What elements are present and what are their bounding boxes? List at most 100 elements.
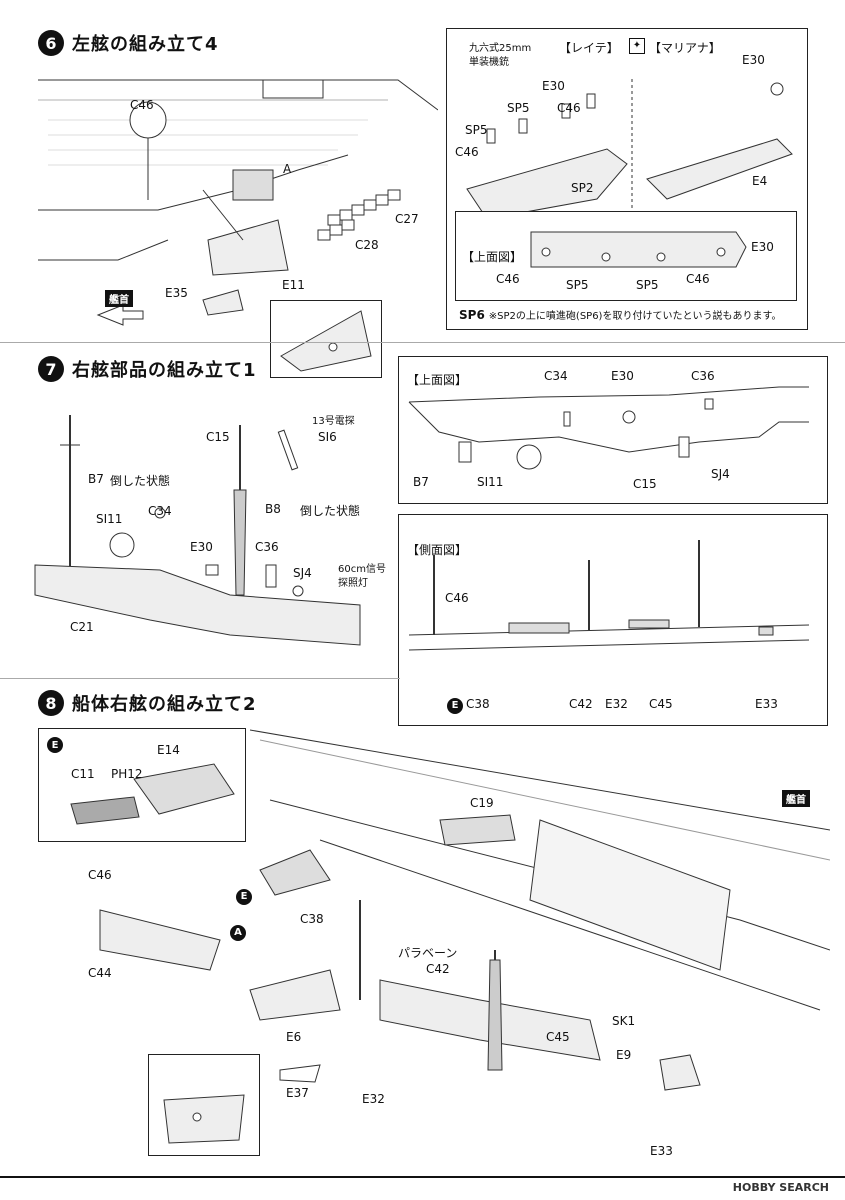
footer-brand: HOBBY SEARCH	[732, 1181, 829, 1194]
top-view-e30: E30	[751, 240, 774, 254]
top-view-b7: B7	[413, 475, 429, 489]
step6-label-e11: E11	[282, 278, 305, 292]
step7-number: 7	[38, 356, 64, 382]
searchlight-label-1: 60cm信号	[338, 564, 386, 575]
step6-inset-box: 九六式25mm 単装機銃 【レイテ】 【マリアナ】 ✦ E30 SP5 C46 …	[446, 28, 808, 330]
step8-number: 8	[38, 690, 64, 716]
step6-number: 6	[38, 30, 64, 56]
step7-label-c21: C21	[70, 620, 94, 634]
step8-label-sk1: SK1	[612, 1014, 636, 1028]
step8-label-c44: C44	[88, 966, 112, 980]
top-view-si11: SI11	[477, 475, 504, 489]
top-view-sp5-b: SP5	[636, 278, 659, 292]
step8-e-inset-drawing	[70, 763, 235, 825]
step8-label-c19: C19	[470, 796, 494, 810]
top-view-sj4: SJ4	[711, 467, 730, 481]
step6-bow-label: 艦首	[105, 290, 133, 307]
inset-mariana-label: 【マリアナ】	[649, 41, 721, 55]
step6-label-c28: C28	[355, 238, 379, 252]
step7-top-view-title: 【上面図】	[407, 373, 468, 387]
step6-label-c46: C46	[130, 98, 154, 112]
step7-fold-label-1: 倒した状態	[110, 474, 171, 488]
step8-detail-inset	[148, 1054, 260, 1156]
radar-part-label: SI6	[318, 430, 337, 444]
swap-icon: ✦	[629, 38, 645, 54]
step8-bow-label: 艦首	[782, 790, 810, 807]
step7-label-c34: C34	[148, 504, 172, 518]
top-view-title: 【上面図】	[462, 250, 523, 264]
footer: HOBBY SEARCH	[0, 1176, 845, 1200]
step8-e-inset: E E14 C11 PH12	[38, 728, 246, 842]
side-view-e33: E33	[755, 697, 778, 711]
inset-e14: E14	[157, 743, 180, 757]
paravane-label: パラベーン	[398, 946, 458, 960]
step8-e-badge: E	[47, 737, 63, 753]
top-view-sp5-a: SP5	[566, 278, 589, 292]
note-sp6-label: SP6	[459, 308, 485, 322]
inset-part-c46-b: C46	[455, 145, 479, 159]
step6-label-e35: E35	[165, 286, 188, 300]
step7-top-view-box: 【上面図】 C34 E30 C36 B7 SI11 C15 SJ4	[398, 356, 828, 504]
inset-c11: C11	[71, 767, 95, 781]
inset-top-view-box: 【上面図】 C46 SP5 SP5 C46 E30	[455, 211, 797, 301]
step7-side-view-drawing	[408, 540, 810, 651]
top-view-c46-a: C46	[496, 272, 520, 286]
inset-parts-drawing	[466, 79, 793, 219]
step8-label-a: A	[230, 924, 249, 941]
inset-top-view-drawing	[530, 231, 747, 268]
searchlight-label-2: 探照灯	[338, 578, 368, 589]
step7-label-b8: B8	[265, 502, 281, 516]
step8-label-c45: C45	[546, 1030, 570, 1044]
radar-label: 13号電探	[312, 416, 355, 427]
step6-title: 左舷の組み立て4	[72, 34, 219, 55]
step8-detail-drawing	[163, 1094, 245, 1144]
divider-2	[0, 678, 400, 679]
step7-title: 右舷部品の組み立て1	[72, 360, 257, 381]
step6-detail-inset	[270, 300, 382, 378]
step6-header: 6 左舷の組み立て4	[38, 30, 219, 56]
top-view-c46-b: C46	[686, 272, 710, 286]
inset-part-sp5-a: SP5	[507, 101, 530, 115]
step6-hull-drawing	[38, 79, 438, 326]
top-view-c36: C36	[691, 369, 715, 383]
inset-part-sp2: SP2	[571, 181, 594, 195]
step8-label-e32: E32	[362, 1092, 385, 1106]
inset-gun-label-2: 単装機銃	[469, 57, 509, 68]
top-view-c15: C15	[633, 477, 657, 491]
step7-top-view-drawing	[408, 386, 809, 470]
step8-label-c38: C38	[300, 912, 324, 926]
step8-label-c46: C46	[88, 868, 112, 882]
step7-side-view-title: 【側面図】	[407, 543, 468, 557]
step7-label-b7: B7	[88, 472, 104, 486]
inset-leyte-label: 【レイテ】	[559, 41, 619, 55]
side-view-e-badge: E	[447, 697, 463, 714]
step6-label-a: A	[283, 162, 292, 176]
step8-label-e37: E37	[286, 1086, 309, 1100]
top-view-c34: C34	[544, 369, 568, 383]
divider-1	[0, 342, 845, 343]
inset-part-sp5-b: SP5	[465, 123, 488, 137]
step8-hull-drawing	[99, 729, 830, 1091]
step7-label-sj4: SJ4	[293, 566, 312, 580]
inset-part-e4: E4	[752, 174, 768, 188]
side-view-e32: E32	[605, 697, 628, 711]
step6-detail-drawing	[280, 310, 372, 372]
inset-note: SP6※SP2の上に噴進砲(SP6)を取り付けていたという説もあります。	[459, 307, 781, 322]
step7-label-e30: E30	[190, 540, 213, 554]
step7-label-c36: C36	[255, 540, 279, 554]
side-view-c42: C42	[569, 697, 593, 711]
side-view-c45: C45	[649, 697, 673, 711]
step8-label-e6: E6	[286, 1030, 302, 1044]
step8-label-e9: E9	[616, 1048, 632, 1062]
inset-part-e30-a: E30	[542, 79, 565, 93]
step7-header: 7 右舷部品の組み立て1	[38, 356, 257, 382]
step8-label-e33: E33	[650, 1144, 673, 1158]
inset-gun-label-1: 九六式25mm	[469, 43, 532, 54]
inset-part-c46-a: C46	[557, 101, 581, 115]
step8-label-e: E	[236, 888, 255, 905]
inset-ph12: PH12	[111, 767, 143, 781]
top-view-e30-7: E30	[611, 369, 634, 383]
side-view-c46: C46	[445, 591, 469, 605]
